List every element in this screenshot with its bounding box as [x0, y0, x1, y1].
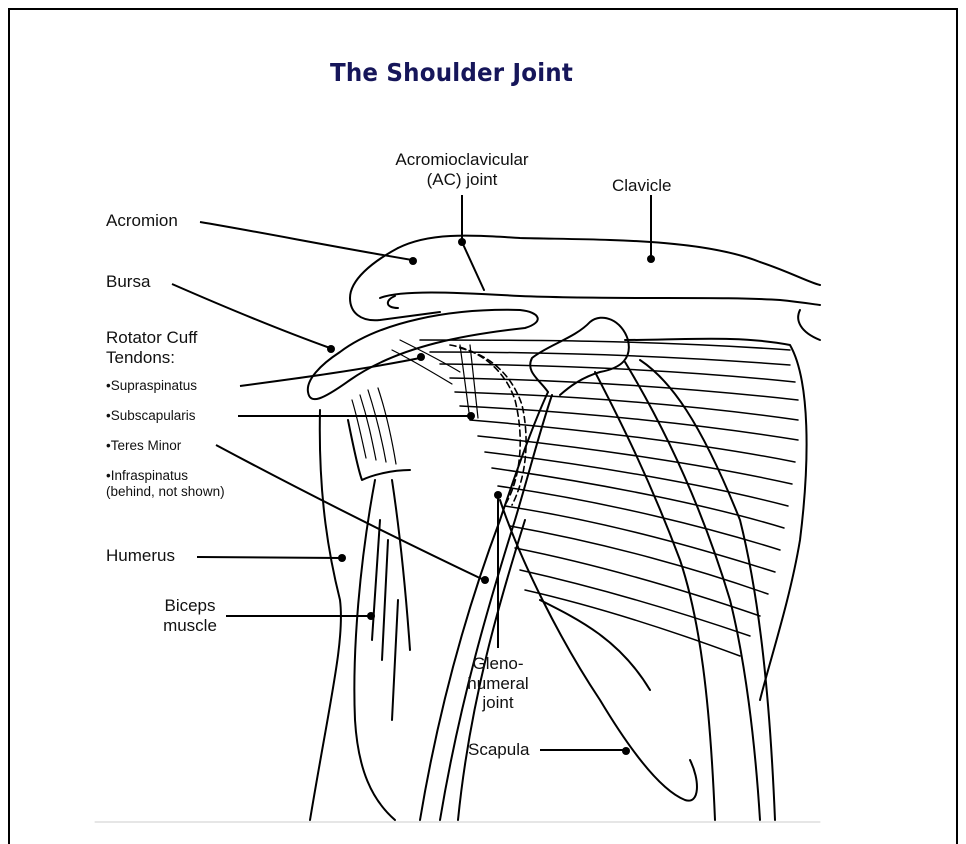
label-rotator-cuff: Rotator Cuff Tendons: — [106, 328, 197, 367]
label-humerus: Humerus — [106, 546, 175, 566]
biceps-outline — [354, 480, 395, 820]
label-acromioclavicular-line1: Acromioclavicular — [376, 150, 548, 170]
label-glenohumeral-line3: joint — [456, 693, 540, 713]
label-clavicle: Clavicle — [612, 176, 672, 196]
label-infraspinatus-line1: •Infraspinatus — [106, 468, 225, 484]
label-biceps-line2: muscle — [150, 616, 230, 636]
label-teres-minor: •Teres Minor — [106, 438, 181, 454]
label-glenohumeral-line1: Gleno- — [456, 654, 540, 674]
label-infraspinatus: •Infraspinatus (behind, not shown) — [106, 468, 225, 499]
label-scapula: Scapula — [468, 740, 529, 760]
coracoid — [530, 318, 629, 395]
label-acromioclavicular-line2: (AC) joint — [376, 170, 548, 190]
label-acromioclavicular: Acromioclavicular (AC) joint — [376, 150, 548, 189]
label-supraspinatus: •Supraspinatus — [106, 378, 197, 394]
label-glenohumeral: Gleno- humeral joint — [456, 654, 540, 713]
acromion-outline — [350, 248, 440, 320]
label-glenohumeral-line2: humeral — [456, 674, 540, 694]
label-acromion: Acromion — [106, 211, 178, 231]
label-bursa: Bursa — [106, 272, 150, 292]
label-biceps: Biceps muscle — [150, 596, 230, 635]
label-rotator-cuff-line2: Tendons: — [106, 348, 197, 368]
label-infraspinatus-note: (behind, not shown) — [106, 484, 225, 500]
label-rotator-cuff-line1: Rotator Cuff — [106, 328, 197, 348]
label-subscapularis: •Subscapularis — [106, 408, 196, 424]
label-biceps-line1: Biceps — [150, 596, 230, 616]
scapula-outline — [625, 339, 807, 700]
